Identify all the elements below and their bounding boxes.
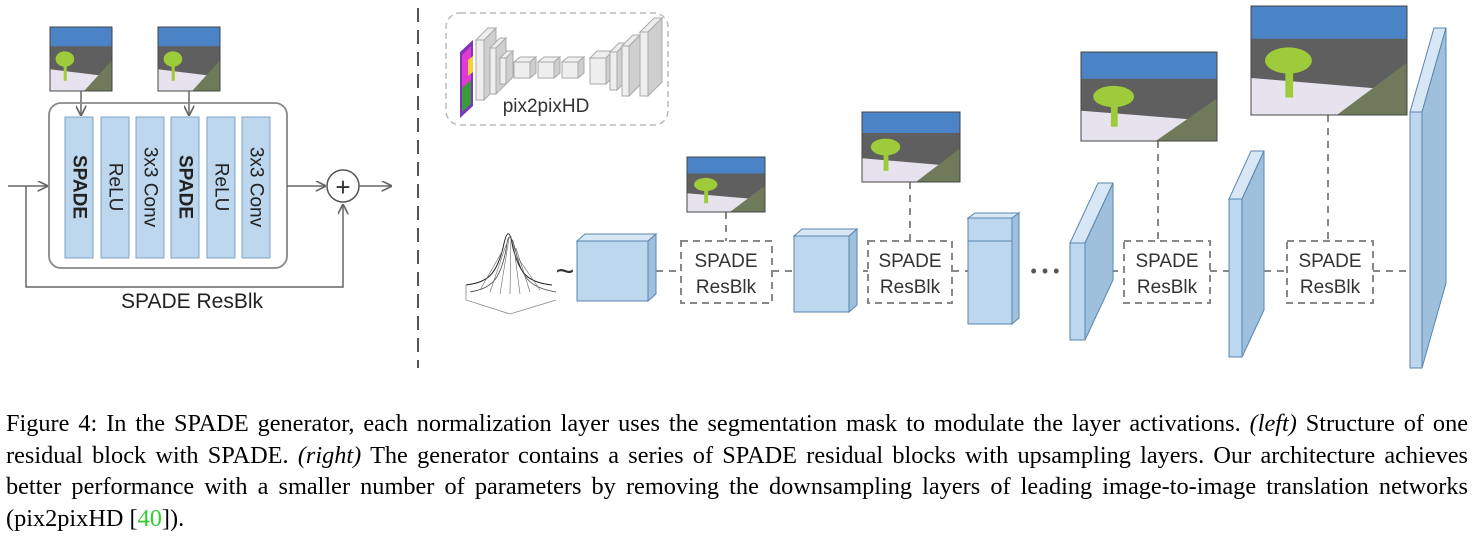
feature-block	[1409, 27, 1447, 369]
spade-generator-figure: SPADE ReLU 3x3 Conv SPADE ReLU 3x3 Conv …	[8, 5, 1447, 369]
relu-block-label: ReLU	[211, 163, 232, 212]
right-description: The generator contains a series of SPADE…	[6, 441, 1468, 532]
generator-diagram: pix2pixHD ~	[445, 5, 1447, 369]
resblk-label-line1: SPADE	[878, 251, 941, 272]
resblk-title: SPADE ResBlk	[121, 290, 263, 313]
conv-block-label: 3x3 Conv	[246, 147, 267, 228]
spade-resblk-box: SPADE ResBlk	[867, 240, 953, 304]
citation-link[interactable]: 40	[137, 504, 162, 532]
ellipsis: • • •	[1031, 261, 1060, 281]
resblk-label-line2: ResBlk	[696, 277, 757, 298]
spade-block-label: SPADE	[175, 155, 196, 219]
conv-block	[135, 116, 165, 259]
figure-label: Figure 4:	[6, 410, 98, 437]
feature-block	[1228, 150, 1265, 358]
segmentation-mask-image	[50, 27, 112, 91]
resblk-label-line1: SPADE	[1298, 251, 1361, 272]
resblk-label-line1: SPADE	[1135, 251, 1198, 272]
segmentation-mask-image	[862, 112, 960, 182]
left-description: Structure of one residual block with SPA…	[6, 410, 1469, 469]
conv-block-label: 3x3 Conv	[140, 147, 161, 228]
spade-block	[170, 116, 200, 259]
segmentation-mask-image	[687, 157, 765, 212]
resblk-label-line2: ResBlk	[1300, 277, 1361, 298]
spade-resblk-box: SPADE ResBlk	[1286, 240, 1374, 304]
feature-block	[966, 212, 1021, 326]
relu-block	[206, 116, 236, 259]
conv-block	[241, 116, 271, 259]
plus-symbol: +	[335, 172, 350, 202]
spade-block-label: SPADE	[69, 155, 90, 219]
left-tag: (left)	[1249, 410, 1297, 437]
gaussian-noise-plot	[465, 233, 557, 315]
feature-block	[575, 232, 658, 303]
caption-closing: ]).	[161, 504, 185, 532]
feature-block	[1069, 182, 1114, 341]
spade-resblk-box: SPADE ResBlk	[1123, 240, 1211, 304]
sampling-tilde: ~	[556, 253, 575, 289]
resblk-label-line2: ResBlk	[1137, 277, 1198, 298]
feature-block	[792, 227, 859, 314]
figure-caption: Figure 4: In the SPADE generator, each n…	[6, 408, 1468, 534]
spade-resblk-box: SPADE ResBlk	[680, 240, 773, 304]
spade-block	[64, 116, 94, 259]
caption-sentence: In the SPADE generator, each normalizati…	[106, 410, 1241, 437]
resblk-layers: SPADE ReLU 3x3 Conv SPADE ReLU 3x3 Conv	[64, 116, 271, 259]
segmentation-mask-image	[158, 27, 220, 91]
segmentation-mask-image	[1081, 52, 1217, 141]
pix2pixhd-inset: pix2pixHD	[445, 12, 669, 126]
resblk-label-line2: ResBlk	[880, 277, 941, 298]
resblk-label-line1: SPADE	[694, 251, 757, 272]
right-tag: (right)	[297, 441, 362, 469]
spade-resblk-diagram: SPADE ReLU 3x3 Conv SPADE ReLU 3x3 Conv …	[8, 26, 391, 313]
segmentation-mask-image	[1251, 6, 1407, 115]
relu-block-label: ReLU	[105, 163, 126, 212]
relu-block	[100, 116, 130, 259]
pix2pixhd-label: pix2pixHD	[503, 96, 590, 117]
